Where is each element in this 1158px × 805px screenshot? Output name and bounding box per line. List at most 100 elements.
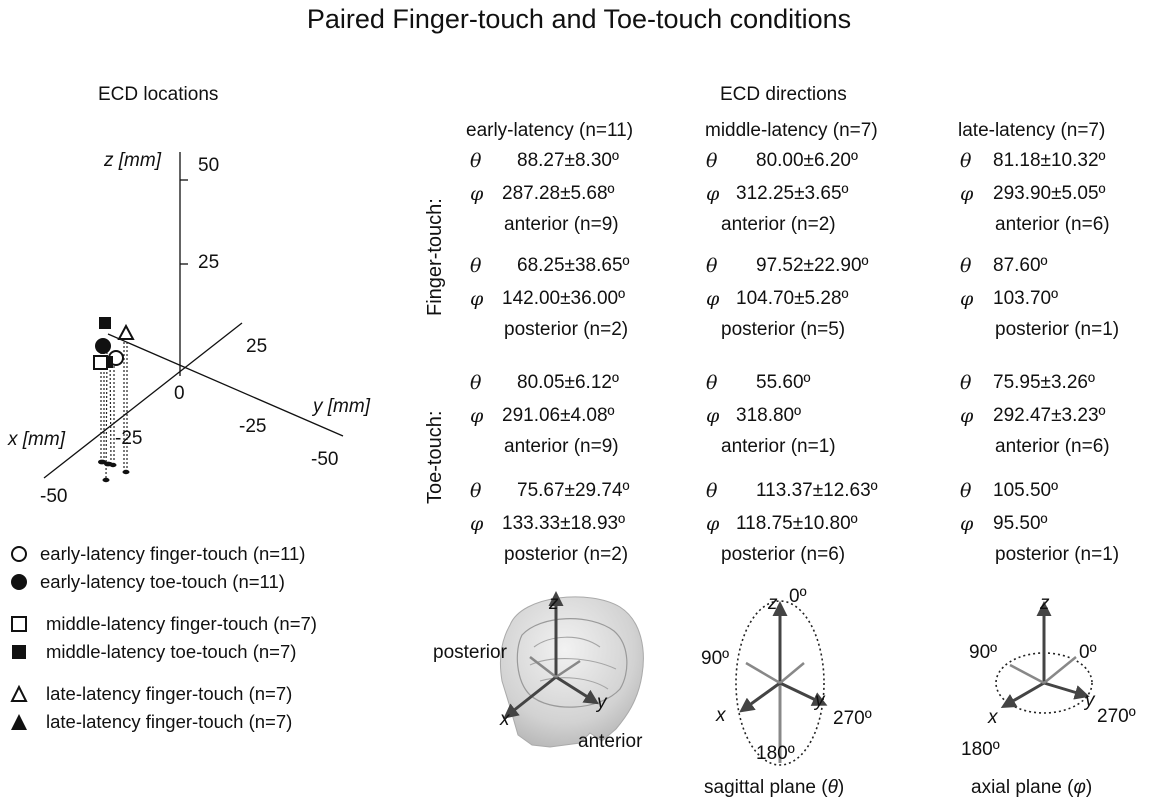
theta-symbol: θ bbox=[706, 480, 718, 502]
theta-symbol: θ bbox=[470, 372, 482, 394]
theta-symbol: θ bbox=[706, 150, 718, 172]
head-z-label: z bbox=[549, 593, 559, 614]
legend-item-early-toe: early-latency toe-touch (n=11) bbox=[8, 571, 285, 593]
z-axis-label: z [mm] bbox=[104, 150, 161, 171]
axial-180-label: 180º bbox=[961, 739, 1000, 760]
y-axis-line bbox=[107, 333, 344, 437]
phi-symbol: φ bbox=[706, 513, 720, 535]
triangle-filled-icon bbox=[11, 714, 27, 730]
region-label: anterior (n=6) bbox=[995, 436, 1110, 457]
theta-value: 113.37±12.63º bbox=[756, 480, 878, 501]
phi-symbol: φ bbox=[960, 513, 974, 535]
location-3d-plot bbox=[43, 152, 344, 483]
phi-value: 292.47±3.23º bbox=[993, 405, 1106, 426]
sagittal-z-label: z bbox=[768, 593, 778, 614]
region-label: anterior (n=6) bbox=[995, 214, 1110, 235]
legend-item-late-finger: late-latency finger-touch (n=7) bbox=[8, 683, 292, 705]
phi-value: 133.33±18.93º bbox=[502, 513, 626, 534]
axial-0-label: 0º bbox=[1079, 642, 1097, 663]
origin-label: 0 bbox=[174, 383, 185, 404]
y-tick-neg25: -25 bbox=[239, 416, 267, 437]
theta-symbol: θ bbox=[470, 255, 482, 277]
marker-middle-finger bbox=[93, 355, 108, 370]
sagittal-x-label: x bbox=[716, 705, 726, 726]
legend-item-middle-toe: middle-latency toe-touch (n=7) bbox=[8, 641, 296, 663]
phi-symbol: φ bbox=[470, 288, 484, 310]
region-label: anterior (n=2) bbox=[721, 214, 836, 235]
region-label: posterior (n=1) bbox=[995, 544, 1120, 565]
phi-value: 95.50º bbox=[993, 513, 1048, 534]
phi-symbol: φ bbox=[706, 183, 720, 205]
posterior-label: posterior bbox=[433, 642, 507, 663]
anterior-label: anterior bbox=[578, 731, 643, 752]
theta-value: 80.05±6.12º bbox=[517, 372, 619, 393]
column-header-middle: middle-latency (n=7) bbox=[705, 120, 878, 141]
phi-value: 318.80º bbox=[736, 405, 802, 426]
theta-symbol: θ bbox=[470, 150, 482, 172]
phi-symbol: φ bbox=[470, 183, 484, 205]
theta-symbol: θ bbox=[470, 480, 482, 502]
phi-value: 293.90±5.05º bbox=[993, 183, 1106, 204]
region-label: posterior (n=1) bbox=[995, 319, 1120, 340]
theta-symbol: θ bbox=[960, 150, 972, 172]
legend-item-early-finger: early-latency finger-touch (n=11) bbox=[8, 543, 305, 565]
figure-title: Paired Finger-touch and Toe-touch condit… bbox=[306, 4, 852, 34]
theta-value: 68.25±38.65º bbox=[517, 255, 630, 276]
x-axis-line bbox=[43, 322, 243, 479]
theta-value: 88.27±8.30º bbox=[517, 150, 619, 171]
region-label: posterior (n=2) bbox=[504, 544, 629, 565]
phi-value: 291.06±4.08º bbox=[502, 405, 615, 426]
phi-symbol: φ bbox=[470, 405, 484, 427]
axial-270-label: 270º bbox=[1097, 706, 1136, 727]
theta-value: 75.95±3.26º bbox=[993, 372, 1095, 393]
theta-value: 87.60º bbox=[993, 255, 1048, 276]
axial-x-label: x bbox=[988, 707, 998, 728]
phi-value: 287.28±5.68º bbox=[502, 183, 615, 204]
directions-heading: ECD directions bbox=[720, 84, 847, 105]
axial-90-label: 90º bbox=[969, 642, 998, 663]
marker-early-toe bbox=[95, 338, 111, 354]
phi-symbol: φ bbox=[960, 405, 974, 427]
square-filled-icon bbox=[12, 645, 26, 659]
row-label-finger-touch: Finger-touch: bbox=[424, 198, 446, 316]
phi-value: 142.00±36.00º bbox=[502, 288, 626, 309]
phi-value: 104.70±5.28º bbox=[736, 288, 849, 309]
x-axis-label: x [mm] bbox=[8, 429, 65, 450]
theta-symbol: θ bbox=[706, 372, 718, 394]
region-label: anterior (n=1) bbox=[721, 436, 836, 457]
head-x-label: x bbox=[500, 709, 510, 730]
head-model-icon bbox=[499, 591, 644, 748]
sagittal-plane-diagram bbox=[735, 600, 828, 766]
phi-value: 103.70º bbox=[993, 288, 1059, 309]
phi-value: 118.75±10.80º bbox=[736, 513, 858, 534]
triangle-open-icon bbox=[10, 684, 28, 702]
phi-symbol: φ bbox=[470, 513, 484, 535]
marker-middle-toe bbox=[99, 317, 111, 329]
legend-item-late-toe: late-latency finger-touch (n=7) bbox=[8, 711, 292, 733]
theta-symbol: θ bbox=[960, 255, 972, 277]
head-y-label: y bbox=[597, 692, 607, 713]
direction-diagrams bbox=[499, 591, 1093, 766]
y-tick-25: 25 bbox=[246, 336, 268, 357]
axial-z-label: z bbox=[1040, 593, 1050, 614]
sagittal-90-label: 90º bbox=[701, 648, 730, 669]
column-header-late: late-latency (n=7) bbox=[958, 120, 1106, 141]
sagittal-180-label: 180º bbox=[756, 743, 795, 764]
column-header-early: early-latency (n=11) bbox=[466, 120, 634, 141]
theta-value: 55.60º bbox=[756, 372, 811, 393]
theta-value: 80.00±6.20º bbox=[756, 150, 858, 171]
region-label: posterior (n=6) bbox=[721, 544, 846, 565]
axial-y-label: y bbox=[1085, 690, 1095, 711]
sagittal-caption: sagittal plane (θ) bbox=[704, 777, 845, 798]
sagittal-270-label: 270º bbox=[833, 708, 872, 729]
ground-shadows bbox=[98, 459, 130, 483]
region-label: posterior (n=2) bbox=[504, 319, 629, 340]
phi-symbol: φ bbox=[706, 288, 720, 310]
theta-symbol: θ bbox=[960, 372, 972, 394]
row-label-toe-touch: Toe-touch: bbox=[424, 410, 446, 504]
sagittal-0-label: 0º bbox=[789, 586, 807, 607]
square-open-icon bbox=[11, 616, 27, 632]
region-label: anterior (n=9) bbox=[504, 436, 619, 457]
circle-filled-icon bbox=[11, 574, 27, 590]
phi-symbol: φ bbox=[706, 405, 720, 427]
